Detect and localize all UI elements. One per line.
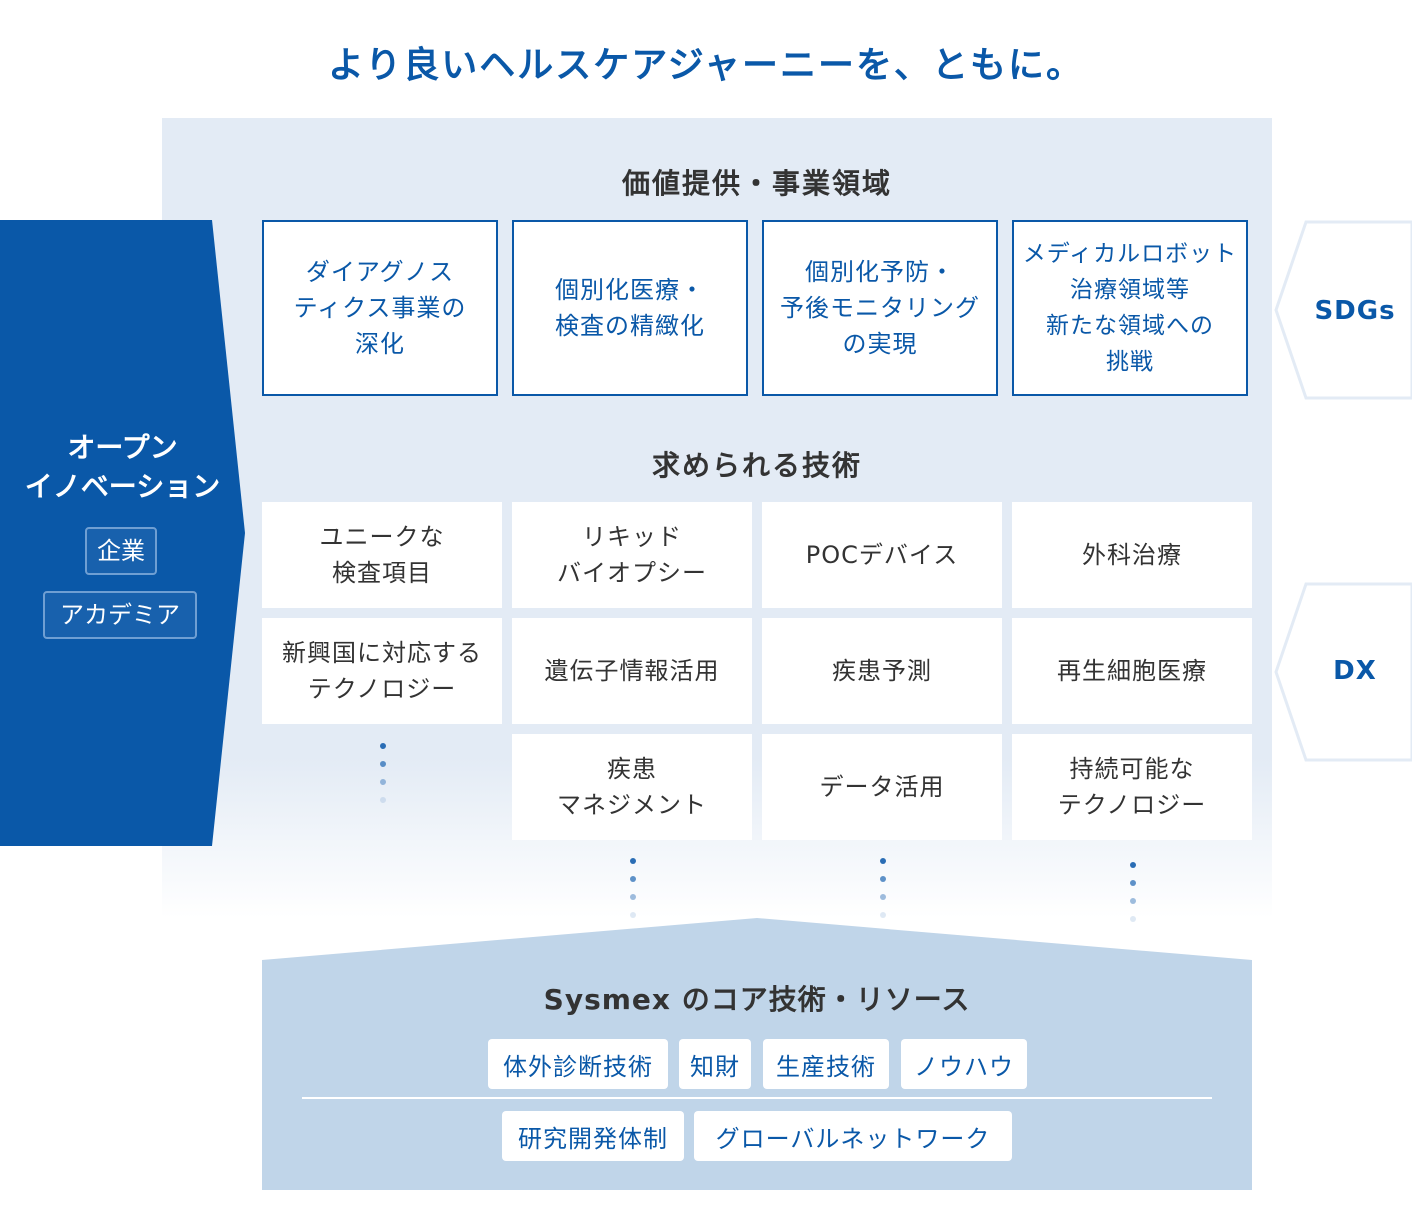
tech-box-sustainable-tech: 持続可能な テクノロジー bbox=[1012, 734, 1252, 840]
continuation-dots bbox=[877, 858, 889, 930]
tech-box-genetic-info: 遺伝子情報活用 bbox=[512, 618, 752, 724]
tech-box-poc-device: POCデバイス bbox=[762, 502, 1002, 608]
sdgs-chevron bbox=[1274, 220, 1412, 400]
open-innovation-title: オープン イノベーション bbox=[24, 431, 221, 503]
tech-box-disease-prediction: 疾患予測 bbox=[762, 618, 1002, 724]
core-chip-ivd-tech: 体外診断技術 bbox=[488, 1039, 668, 1089]
value-box-personalized-prevention: 個別化予防・ 予後モニタリング の実現 bbox=[762, 220, 998, 396]
core-title: Sysmex のコア技術・リソース bbox=[543, 983, 971, 1016]
tech-box-surgical-treatment: 外科治療 bbox=[1012, 502, 1252, 608]
core-chip-ip: 知財 bbox=[679, 1039, 751, 1089]
core-chip-rd-structure: 研究開発体制 bbox=[502, 1111, 684, 1161]
value-box-diagnostics: ダイアグノス ティクス事業の 深化 bbox=[262, 220, 498, 396]
tech-box-data-utilization: データ活用 bbox=[762, 734, 1002, 840]
dx-label: DX bbox=[1333, 656, 1377, 686]
open-innovation-tag-academia: アカデミア bbox=[43, 591, 197, 639]
open-innovation-tag-company: 企業 bbox=[85, 527, 157, 575]
value-box-medical-robot: メディカルロボット 治療領域等 新たな領域への 挑戦 bbox=[1012, 220, 1248, 396]
continuation-dots bbox=[377, 743, 389, 815]
open-innovation-panel bbox=[0, 220, 245, 846]
value-box-personalized-medicine: 個別化医療・ 検査の精緻化 bbox=[512, 220, 748, 396]
tech-box-disease-management: 疾患 マネジメント bbox=[512, 734, 752, 840]
tech-box-liquid-biopsy: リキッド バイオプシー bbox=[512, 502, 752, 608]
tech-box-unique-tests: ユニークな 検査項目 bbox=[262, 502, 502, 608]
tech-box-emerging-markets: 新興国に対応する テクノロジー bbox=[262, 618, 502, 724]
value-section-heading: 価値提供・事業領域 bbox=[621, 167, 892, 200]
core-chip-production-tech: 生産技術 bbox=[763, 1039, 889, 1089]
continuation-dots bbox=[627, 858, 639, 930]
core-chip-global-network: グローバルネットワーク bbox=[694, 1111, 1012, 1161]
dx-chevron bbox=[1274, 582, 1412, 762]
tech-box-regenerative-medicine: 再生細胞医療 bbox=[1012, 618, 1252, 724]
sdgs-label: SDGs bbox=[1314, 296, 1396, 326]
tech-section-heading: 求められる技術 bbox=[651, 449, 862, 482]
core-divider bbox=[302, 1097, 1212, 1099]
continuation-dots bbox=[1127, 862, 1139, 934]
core-chip-knowhow: ノウハウ bbox=[901, 1039, 1027, 1089]
page-title: より良いヘルスケアジャーニーを、ともに。 bbox=[327, 45, 1085, 86]
